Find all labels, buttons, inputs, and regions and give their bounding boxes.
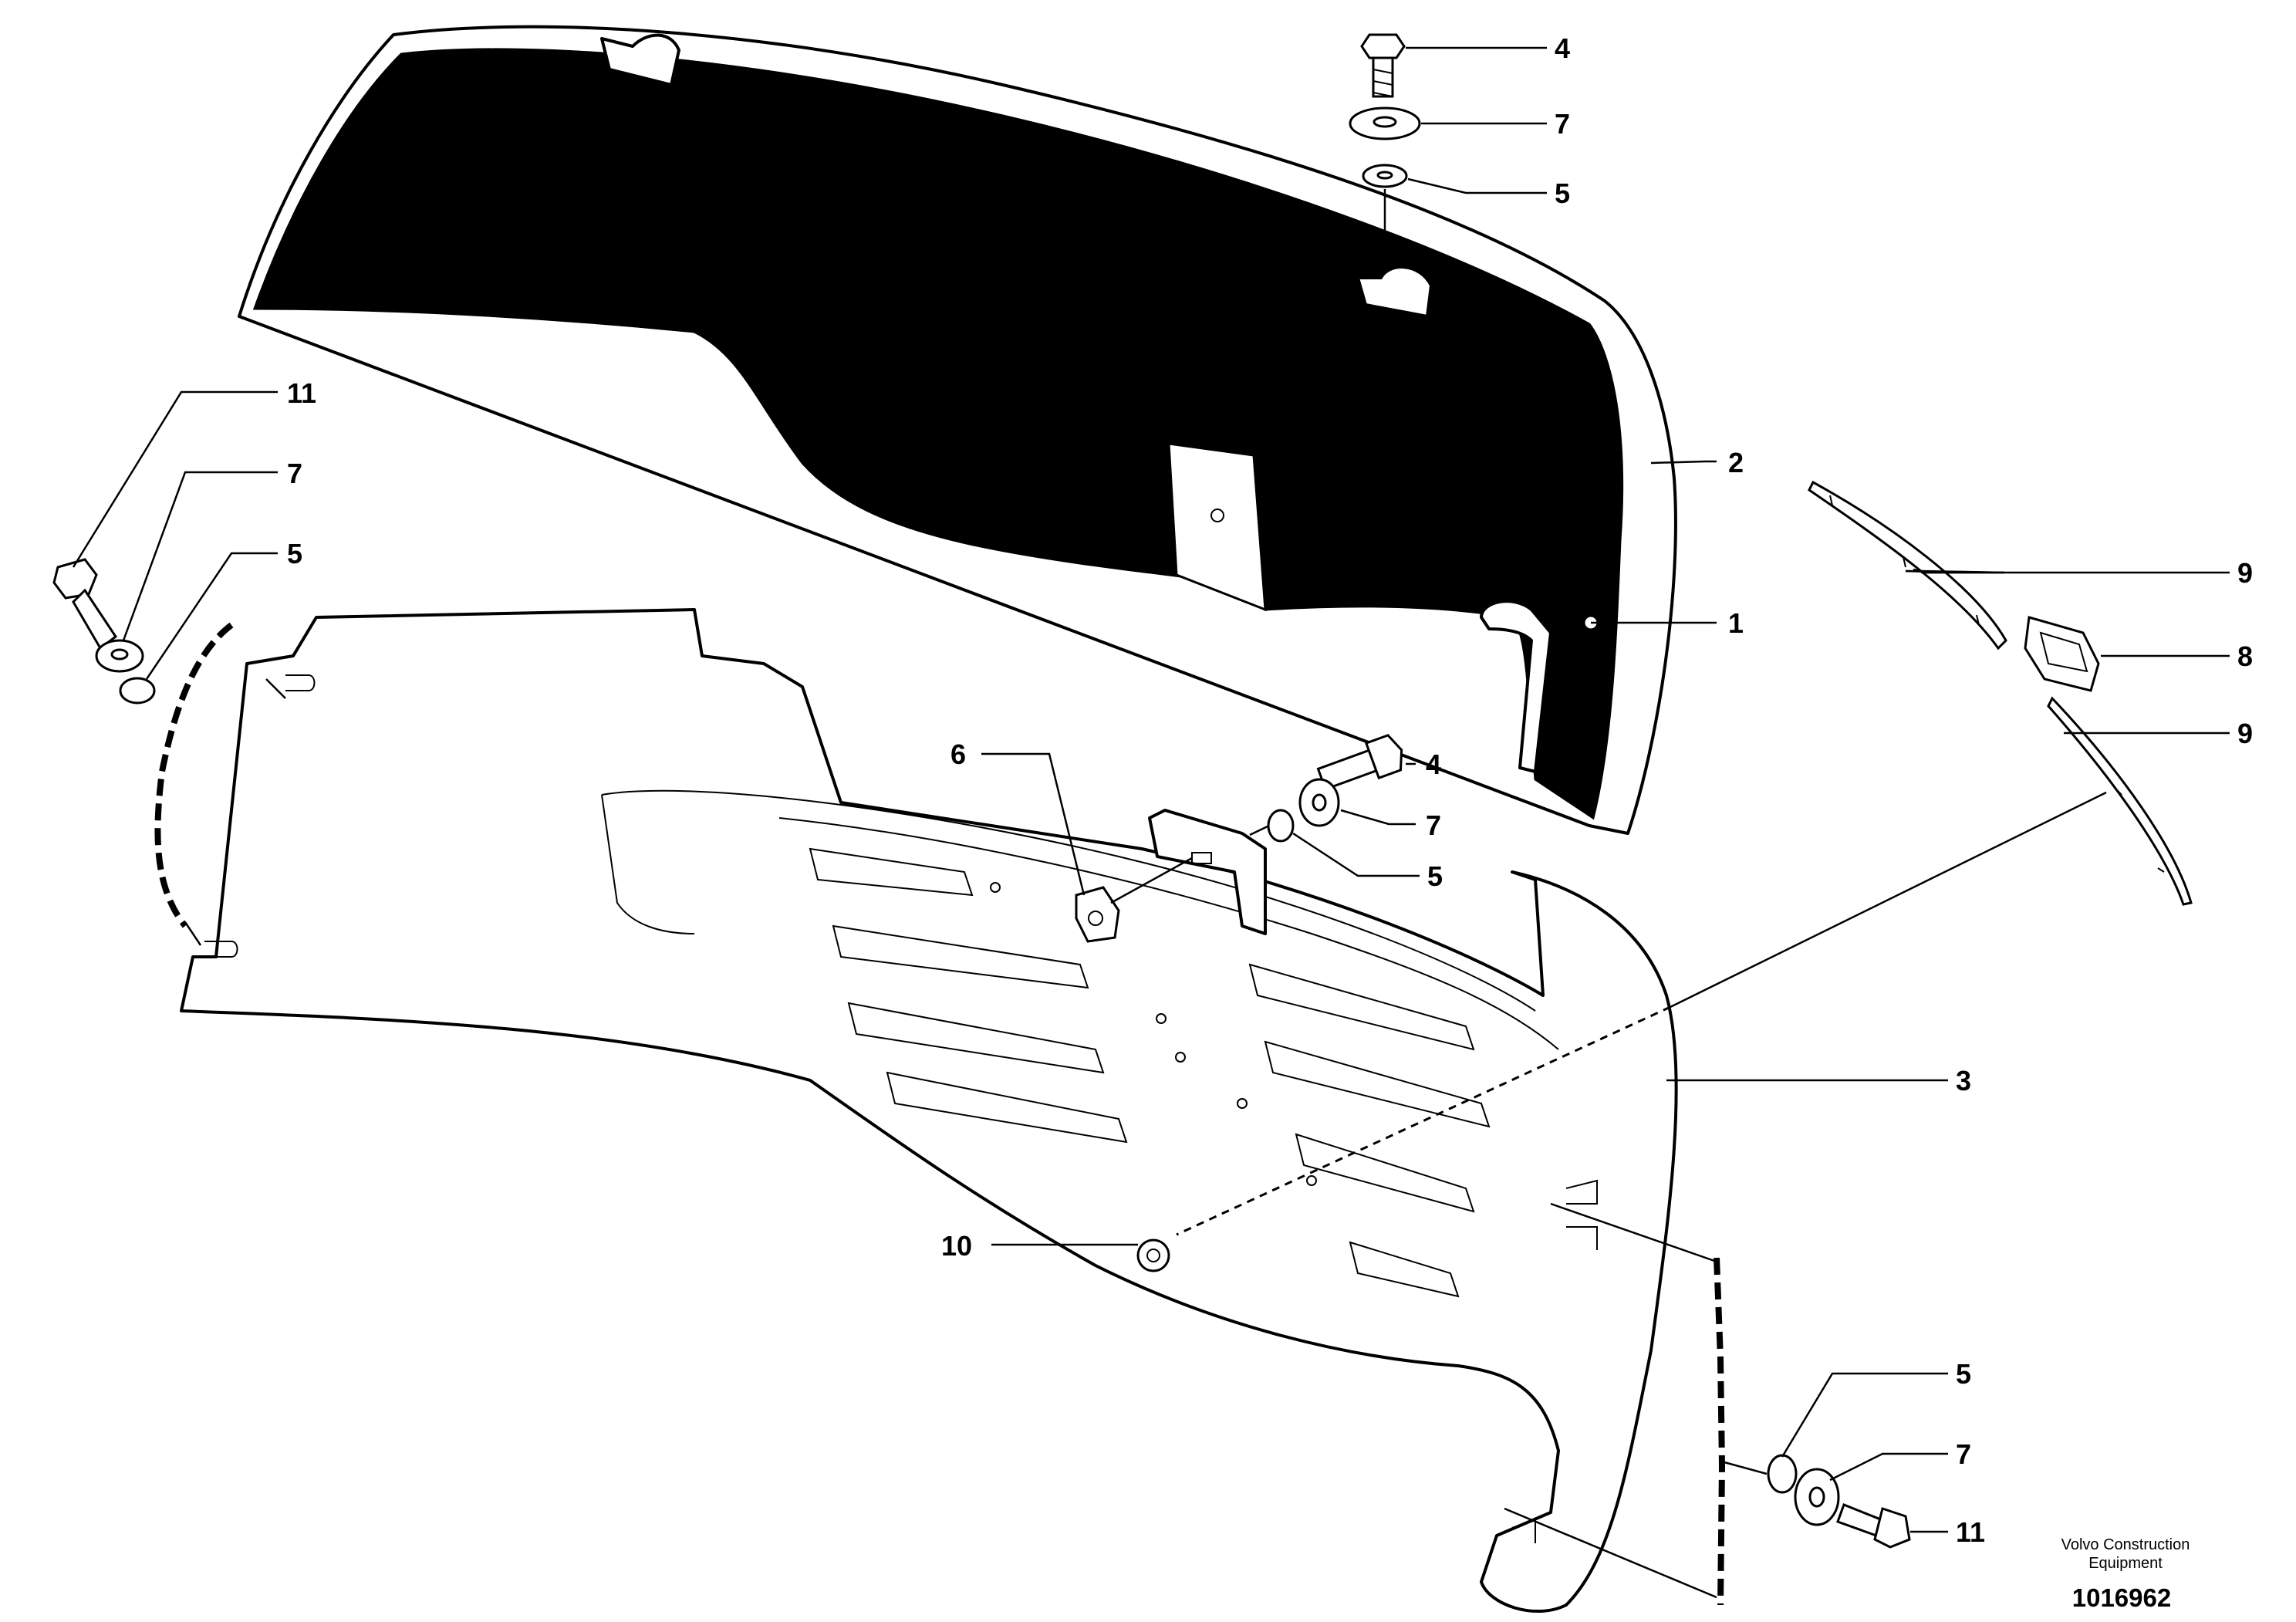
- mounting-tab: [1148, 809, 1267, 935]
- bolt-part-11-left: [52, 558, 118, 650]
- callout-label-5-top: 5: [1555, 177, 1570, 209]
- callout-label-11-bottom: 11: [1956, 1516, 1985, 1548]
- leader-lines: [72, 46, 2230, 1599]
- callout-label-9-lower: 9: [2237, 718, 2253, 749]
- credit-line-1: Volvo Construction: [2061, 1536, 2190, 1553]
- callout-label-7-middle: 7: [1426, 809, 1441, 841]
- callout-label-3: 3: [1956, 1065, 1971, 1097]
- callout-label-8: 8: [2237, 640, 2253, 672]
- washer-part-5-bottom: [1767, 1454, 1798, 1494]
- drawing-number: 1016962: [2072, 1583, 2171, 1612]
- callout-labels: 4 7 5 2 1 9 8 9 4 7 5 6 11 7 5 3 10 5 7 …: [287, 32, 2253, 1548]
- callout-label-1: 1: [1728, 607, 1744, 639]
- callout-label-5-bottom: 5: [1956, 1358, 1971, 1390]
- callout-label-2: 2: [1728, 447, 1744, 478]
- cover-hook: [1480, 600, 1552, 773]
- callout-label-4-middle: 4: [1426, 748, 1441, 780]
- callout-label-7-top: 7: [1555, 108, 1570, 140]
- star-washer-part-10: [1136, 1238, 1170, 1272]
- alignment-dash-right: [1714, 1257, 1726, 1606]
- bolt-part-4-top: [1360, 33, 1406, 98]
- callout-label-11-left: 11: [287, 377, 316, 409]
- top-tab-right: [1356, 265, 1433, 318]
- mounting-plate: [1167, 442, 1267, 612]
- front-panel-part-3: [180, 608, 1678, 1613]
- callout-label-6: 6: [950, 738, 966, 770]
- callout-label-7-bottom: 7: [1956, 1438, 1971, 1470]
- top-tab-left: [600, 33, 680, 86]
- credit-line-2: Equipment: [2088, 1555, 2163, 1572]
- callout-label-5-left: 5: [287, 538, 302, 569]
- callout-label-4-top: 4: [1555, 32, 1570, 64]
- washer-part-5-left: [119, 677, 156, 705]
- callout-label-10: 10: [941, 1230, 972, 1262]
- trim-strip-part-9-upper: [1808, 480, 2007, 650]
- alignment-dash-left: [154, 622, 234, 928]
- plate-hole: [1210, 509, 1224, 522]
- upper-cover-part-2: [238, 25, 1677, 835]
- callout-label-7-left: 7: [287, 458, 302, 489]
- bolt-part-11-bottom: [1836, 1503, 1911, 1549]
- clip-part-8: [2024, 616, 2100, 692]
- callout-label-5-middle: 5: [1427, 860, 1443, 892]
- washer-part-5-middle: [1267, 809, 1295, 843]
- callout-label-9-upper: 9: [2237, 557, 2253, 589]
- clip-nut-part-6: [1075, 886, 1120, 943]
- bolt-part-4-middle: [1316, 734, 1403, 791]
- trim-strip-part-9-lower: [2047, 696, 2193, 906]
